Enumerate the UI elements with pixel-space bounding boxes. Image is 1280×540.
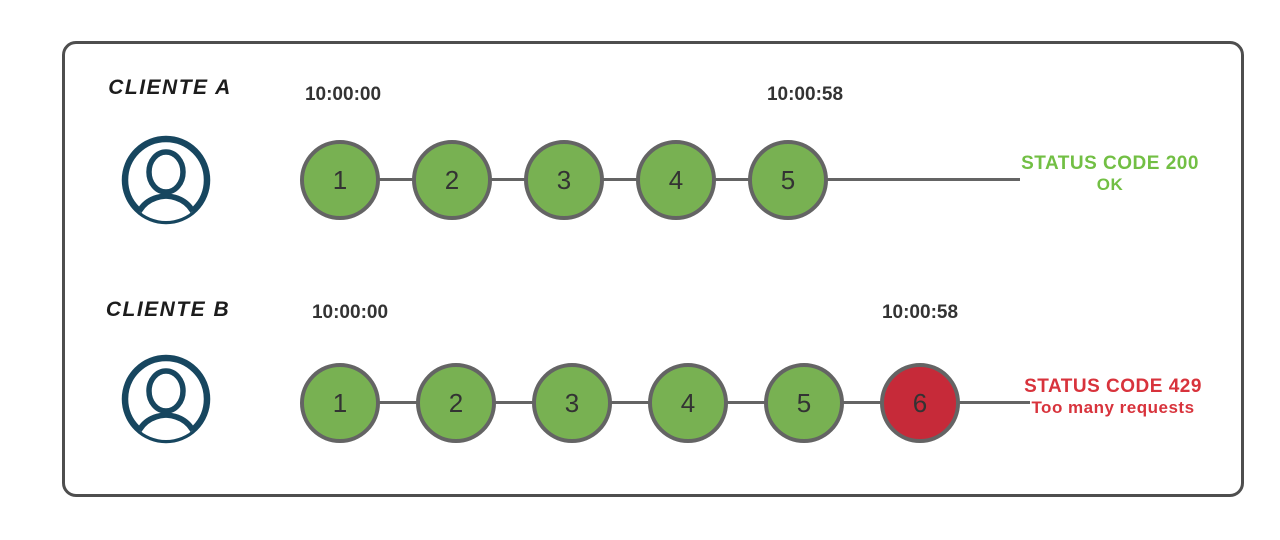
request-number: 2 (448, 387, 464, 418)
request-number: 4 (680, 387, 696, 418)
request-node: 1 (300, 140, 380, 220)
user-icon (121, 354, 211, 444)
request-node: 4 (636, 140, 716, 220)
request-node: 1 (300, 363, 380, 443)
request-number: 1 (332, 164, 348, 195)
request-node: 2 (412, 140, 492, 220)
request-number: 5 (780, 164, 796, 195)
status-message-text: Too many requests (1031, 398, 1195, 417)
client-b-start-time: 10:00:00 (311, 302, 389, 323)
status-code-text: STATUS CODE 429 (1024, 376, 1202, 397)
client-b-label: CLIENTE B (105, 298, 231, 321)
request-node: 3 (532, 363, 612, 443)
request-number: 5 (796, 387, 812, 418)
request-number: 3 (556, 164, 572, 195)
request-node: 2 (416, 363, 496, 443)
request-number: 3 (564, 387, 580, 418)
request-node-blocked: 6 (880, 363, 960, 443)
client-a-start-time: 10:00:00 (304, 84, 382, 105)
request-number: 2 (444, 164, 460, 195)
request-node: 4 (648, 363, 728, 443)
client-a-status: STATUS CODE 200 OK (1015, 153, 1205, 195)
diagram-panel (62, 41, 1244, 497)
request-node: 3 (524, 140, 604, 220)
status-message-text: OK (1096, 175, 1124, 194)
client-b-end-time: 10:00:58 (881, 302, 959, 323)
client-a-label: CLIENTE A (108, 76, 232, 99)
client-a-end-time: 10:00:58 (766, 84, 844, 105)
user-icon (121, 135, 211, 225)
request-number: 4 (668, 164, 684, 195)
request-node: 5 (764, 363, 844, 443)
client-b-status: STATUS CODE 429 Too many requests (1018, 376, 1208, 418)
status-code-text: STATUS CODE 200 (1021, 153, 1199, 174)
request-number: 1 (332, 387, 348, 418)
request-number: 6 (912, 387, 928, 418)
request-node: 5 (748, 140, 828, 220)
